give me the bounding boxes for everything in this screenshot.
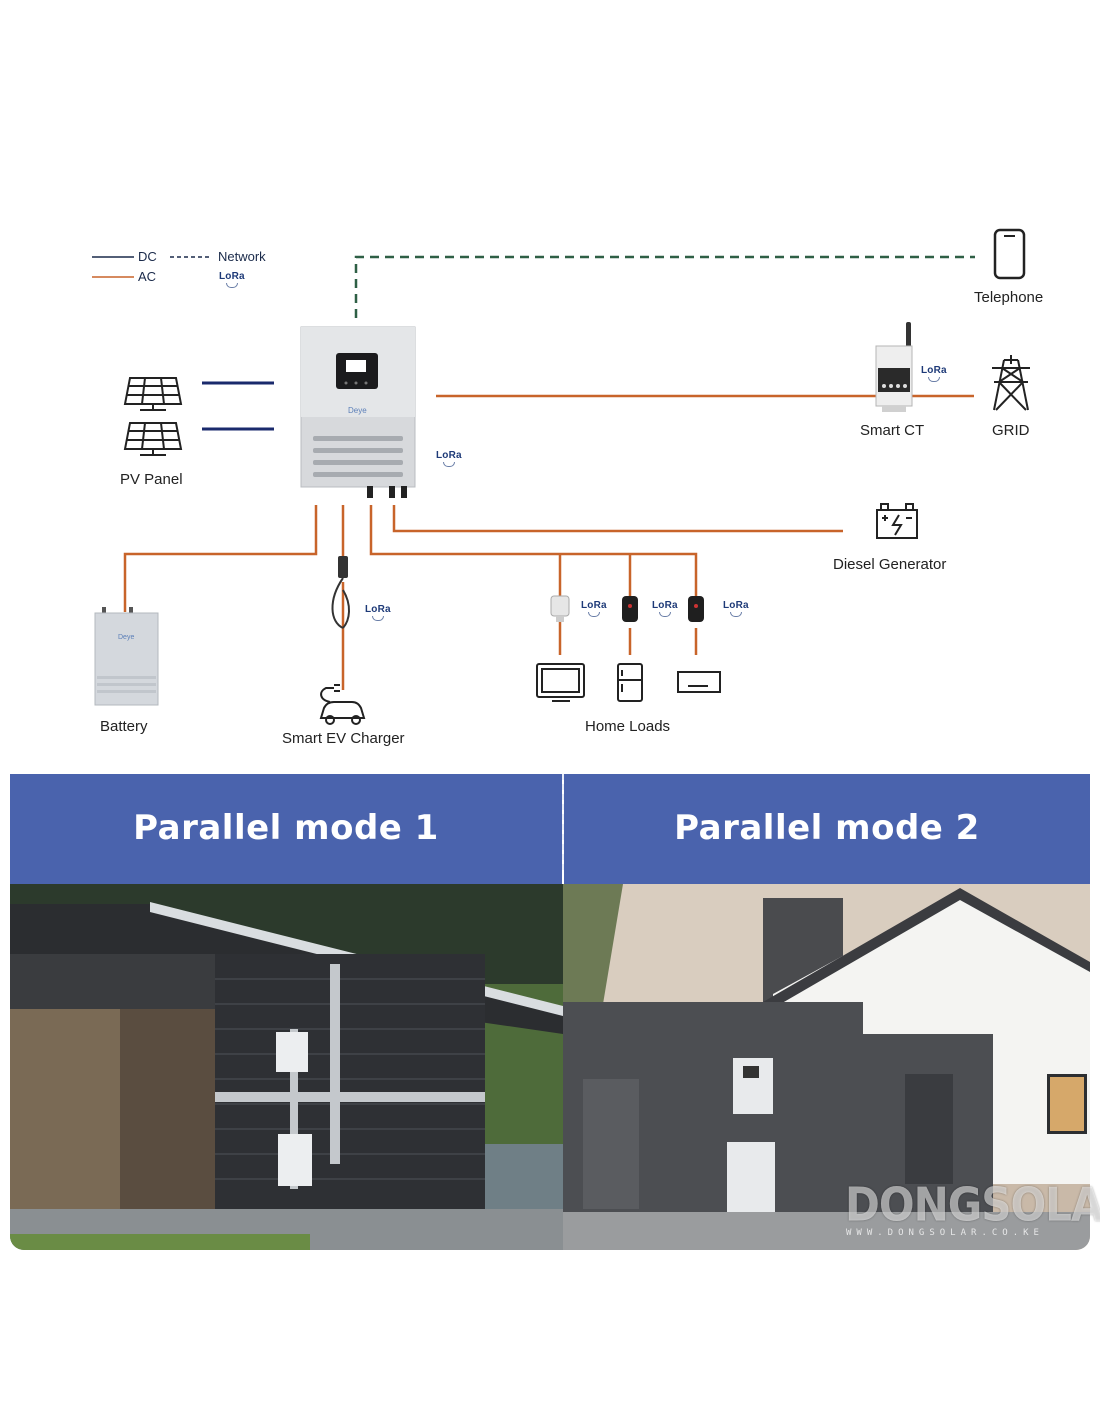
telephone-label: Telephone: [974, 289, 1044, 306]
lora-tag-plug-1: LoRa: [581, 600, 607, 617]
legend-network-label: Network: [218, 249, 266, 264]
battery-image: [94, 607, 159, 706]
system-diagram: [92, 228, 1030, 725]
legend-ac-label: AC: [138, 269, 157, 284]
network-line: [354, 255, 975, 318]
diesel-generator-label: Diesel Generator: [833, 556, 947, 573]
banner-divider: [562, 774, 564, 870]
tv-icon: [536, 663, 585, 702]
grid-label: GRID: [992, 422, 1030, 439]
pv-panel-label: PV Panel: [120, 471, 183, 488]
smart-plug-3: [688, 596, 704, 622]
lora-tag-plug-3: LoRa: [723, 600, 749, 617]
watermark-logo: DONGSOLAR: [845, 1177, 1100, 1232]
ev-charger-icon: [331, 556, 350, 629]
smart-ct-label: Smart CT: [860, 422, 925, 439]
parallel-mode-1-title: Parallel mode 1: [133, 808, 439, 848]
inverter-brand: Deye: [348, 406, 367, 415]
legend-dc-label: DC: [138, 249, 157, 264]
smart-ev-charger-label: Smart EV Charger: [282, 730, 405, 747]
diesel-generator-icon: [876, 503, 918, 539]
pv-panel-icon: [123, 377, 183, 456]
ac-lines: [123, 394, 974, 690]
lora-tag-ev: LoRa: [365, 604, 391, 621]
legend-lora-label: LoRa: [219, 271, 245, 288]
lora-tag-plug-2: LoRa: [652, 600, 678, 617]
watermark-url: WWW.DONGSOLAR.CO.KE: [846, 1228, 1044, 1238]
battery-label: Battery: [100, 718, 148, 735]
parallel-mode-2-title: Parallel mode 2: [674, 808, 980, 848]
parallel-mode-1-banner: Parallel mode 1: [10, 774, 562, 884]
parallel-mode-1-photo: [10, 884, 563, 1250]
lora-tag-inverter: LoRa: [436, 450, 462, 467]
smart-plug-2: [622, 596, 638, 622]
air-conditioner-icon: [677, 671, 721, 693]
ev-car-icon: [319, 684, 366, 725]
home-loads-label: Home Loads: [585, 718, 671, 735]
grid-tower-icon: [992, 355, 1030, 411]
lora-tag-smart-ct: LoRa: [921, 365, 947, 382]
smart-plug-1: [550, 595, 570, 622]
inverter-image: [300, 326, 416, 498]
fridge-icon: [617, 663, 643, 702]
telephone-icon: [993, 228, 1026, 280]
battery-brand: Deye: [118, 634, 135, 641]
smart-ct-icon: [875, 322, 913, 412]
parallel-mode-2-photo: [563, 884, 1090, 1250]
parallel-mode-2-banner: Parallel mode 2: [564, 774, 1090, 884]
